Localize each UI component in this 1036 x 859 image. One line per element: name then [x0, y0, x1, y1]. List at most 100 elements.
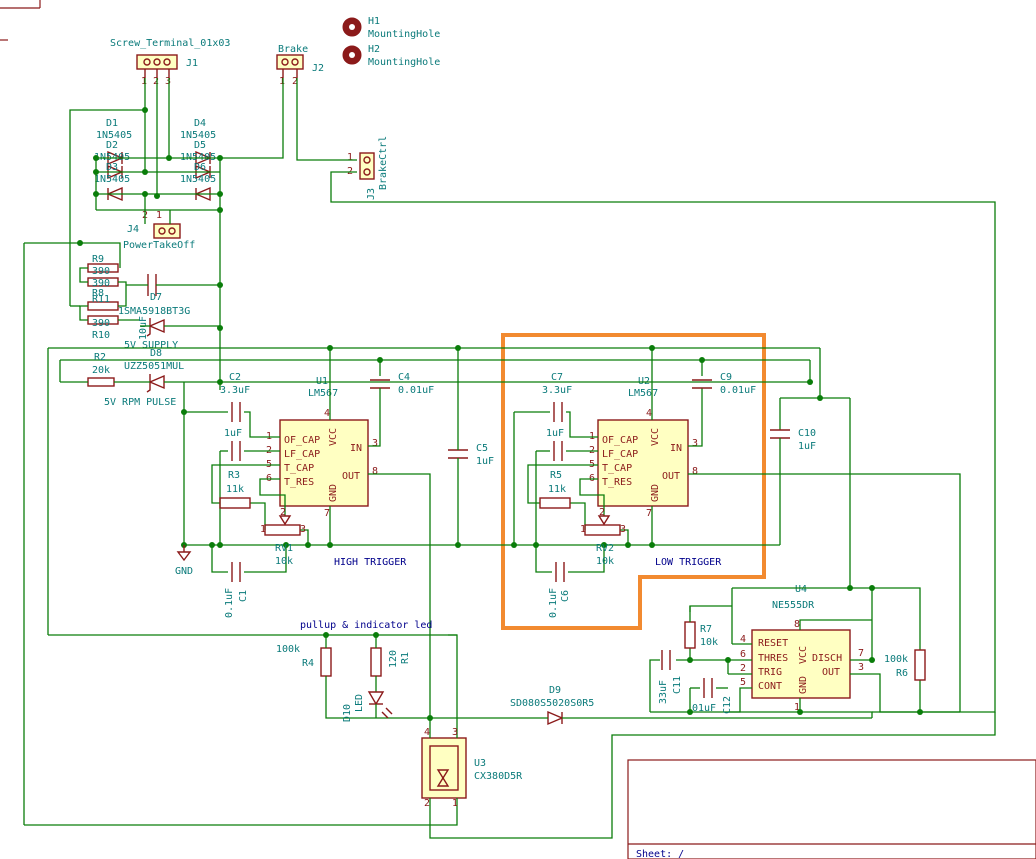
mounting-hole-h1[interactable] — [342, 17, 362, 37]
r6-ref: R6 — [896, 668, 908, 679]
optocoupler-u3[interactable] — [421, 634, 467, 812]
diode-d9[interactable] — [430, 710, 596, 726]
u4-value: NE555DR — [772, 600, 815, 611]
r8-value: 390 — [92, 278, 110, 289]
h1-value: MountingHole — [368, 29, 440, 40]
u4-num3: 3 — [858, 662, 864, 673]
resistor-r6[interactable] — [914, 649, 926, 681]
c-lf1-value: 1uF — [224, 428, 242, 439]
r7-value: 10k — [700, 637, 718, 648]
c10-ref: C10 — [798, 428, 816, 439]
selection-highlight — [501, 333, 766, 630]
u4-num5: 5 — [740, 677, 746, 688]
u2-out: OUT — [662, 471, 680, 482]
u1-num8: 8 — [372, 466, 378, 477]
u1-pin-tres: T_RES — [284, 477, 314, 488]
ic-u1[interactable] — [279, 419, 369, 507]
r8-ref: R8 — [92, 288, 104, 299]
cap-c9[interactable] — [692, 379, 712, 389]
j3-name: BrakeCtrl — [378, 136, 389, 190]
resistor-r5[interactable] — [539, 497, 571, 509]
u4-pin-reset: RESET — [758, 638, 788, 649]
ic-u4[interactable] — [751, 629, 851, 699]
u1-out: OUT — [342, 471, 360, 482]
u1-num7: 7 — [324, 508, 330, 519]
u4-gnd: GND — [798, 676, 809, 694]
cap-c-lf1[interactable] — [231, 441, 241, 461]
connector-j4[interactable] — [153, 223, 181, 239]
zener-d7[interactable] — [140, 318, 220, 337]
h2-ref: H2 — [368, 44, 380, 55]
resistor-ladder[interactable] — [69, 243, 140, 325]
u4-num6: 6 — [740, 649, 746, 660]
cap-c-lf2[interactable] — [553, 441, 563, 461]
u4-num2: 2 — [740, 663, 746, 674]
u2-pin-lfcap: LF_CAP — [602, 449, 638, 460]
u1-junctions — [181, 345, 383, 548]
r1-value: 120 — [388, 650, 399, 668]
rv1-value: 10k — [275, 556, 293, 567]
j1-pin2: 2 — [153, 76, 159, 87]
resistor-r7[interactable] — [684, 606, 696, 649]
c6-value: 0.1uF — [548, 588, 559, 618]
u4-ref: U4 — [795, 584, 807, 595]
u2-value: LM567 — [628, 388, 658, 399]
ic-u2[interactable] — [597, 419, 689, 507]
cap-c6[interactable] — [555, 562, 565, 582]
connector-j1[interactable] — [136, 54, 178, 78]
u4-pin-cont: CONT — [758, 681, 782, 692]
rv1-pin2: 2 — [280, 507, 286, 518]
r3-ref: R3 — [228, 470, 240, 481]
u1-wires — [183, 348, 780, 735]
c1-value: 0.1uF — [224, 588, 235, 618]
cap-c12[interactable] — [703, 678, 713, 698]
cap-c11[interactable] — [661, 650, 671, 670]
connector-j2[interactable] — [276, 54, 304, 78]
d7-ref: D7 — [150, 292, 162, 303]
rv1-ref: RV1 — [275, 543, 293, 554]
resistor-r1[interactable] — [370, 635, 382, 692]
cap-c5[interactable] — [448, 348, 468, 545]
zener-d8[interactable] — [146, 374, 165, 393]
pot-rv2[interactable] — [584, 515, 621, 536]
c9-value: 0.01uF — [720, 385, 756, 396]
u4-num7: 7 — [858, 648, 864, 659]
r2-ref: R2 — [94, 352, 106, 363]
u4-pin-thres: THRES — [758, 653, 788, 664]
u2-pin-tcap: T_CAP — [602, 463, 632, 474]
cap-c4[interactable] — [370, 379, 390, 389]
r9-value: 390 — [92, 266, 110, 277]
cap-c2[interactable] — [231, 402, 241, 422]
rv2-pin1: 1 — [580, 524, 586, 535]
h1-ref: H1 — [368, 16, 380, 27]
cap-c10[interactable] — [770, 429, 790, 446]
led-d10[interactable] — [367, 691, 393, 719]
u4-out: OUT — [822, 667, 840, 678]
u2-gnd: GND — [650, 484, 661, 502]
resistor-r2[interactable] — [59, 359, 440, 387]
u4-vcc: VCC — [798, 646, 809, 664]
u3-pin4: 4 — [424, 727, 430, 738]
supply-cap-c3[interactable] — [126, 274, 220, 296]
mounting-hole-h2[interactable] — [342, 45, 362, 65]
resistor-r3[interactable] — [219, 497, 251, 509]
u1-pin-tcap: T_CAP — [284, 463, 314, 474]
c12-ref: C12 — [722, 696, 733, 714]
rpm-label: 5V RPM PULSE — [104, 397, 176, 408]
c7-ref: C7 — [551, 372, 563, 383]
j1-pin3: 3 — [165, 76, 171, 87]
pot-rv1[interactable] — [264, 515, 301, 536]
c11-ref: C11 — [672, 676, 683, 694]
r9-ref: R9 — [92, 254, 104, 265]
u2-junctions — [511, 345, 853, 591]
connector-j3[interactable] — [359, 152, 375, 180]
cap-c7[interactable] — [553, 402, 563, 422]
cap-c1[interactable] — [231, 562, 241, 582]
c6-ref: C6 — [560, 590, 571, 602]
r10-ref: R10 — [92, 330, 110, 341]
c11-value: 33uF — [658, 680, 669, 704]
d8-ref: D8 — [150, 348, 162, 359]
j1-name: Screw_Terminal_01x03 — [110, 38, 230, 49]
r5-value: 11k — [548, 484, 566, 495]
u2-pin-tres: T_RES — [602, 477, 632, 488]
